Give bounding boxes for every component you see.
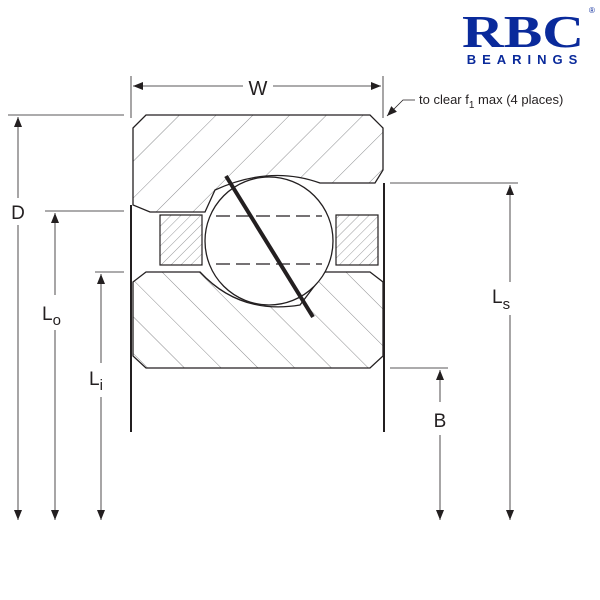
svg-text:to clear f1 max (4 places): to clear f1 max (4 places) bbox=[419, 92, 563, 111]
dimension-d: D bbox=[11, 117, 25, 520]
rbc-logo: RBC ® BEARINGS bbox=[462, 6, 595, 67]
ball bbox=[204, 176, 334, 306]
chamfer-note: to clear f1 max (4 places) bbox=[386, 92, 563, 117]
svg-text:D: D bbox=[11, 203, 25, 224]
svg-text:Lo: Lo bbox=[42, 304, 61, 329]
dimension-li: Li bbox=[89, 274, 105, 520]
contact-angle-line bbox=[224, 174, 315, 319]
svg-text:Ls: Ls bbox=[492, 287, 510, 313]
inner-ring bbox=[132, 271, 384, 369]
svg-text:RBC: RBC bbox=[462, 6, 584, 57]
width-dimension: W bbox=[133, 78, 381, 100]
svg-text:Li: Li bbox=[89, 369, 103, 394]
dimension-lo: Lo bbox=[42, 213, 61, 520]
cage-right bbox=[335, 214, 379, 266]
dimension-b: B bbox=[434, 370, 447, 520]
svg-text:W: W bbox=[249, 78, 268, 100]
svg-text:®: ® bbox=[589, 6, 595, 15]
svg-text:B: B bbox=[434, 411, 447, 432]
outer-ring bbox=[132, 114, 384, 213]
dimension-ls: Ls bbox=[492, 185, 514, 520]
svg-text:BEARINGS: BEARINGS bbox=[467, 52, 584, 67]
cage-left bbox=[159, 214, 203, 266]
